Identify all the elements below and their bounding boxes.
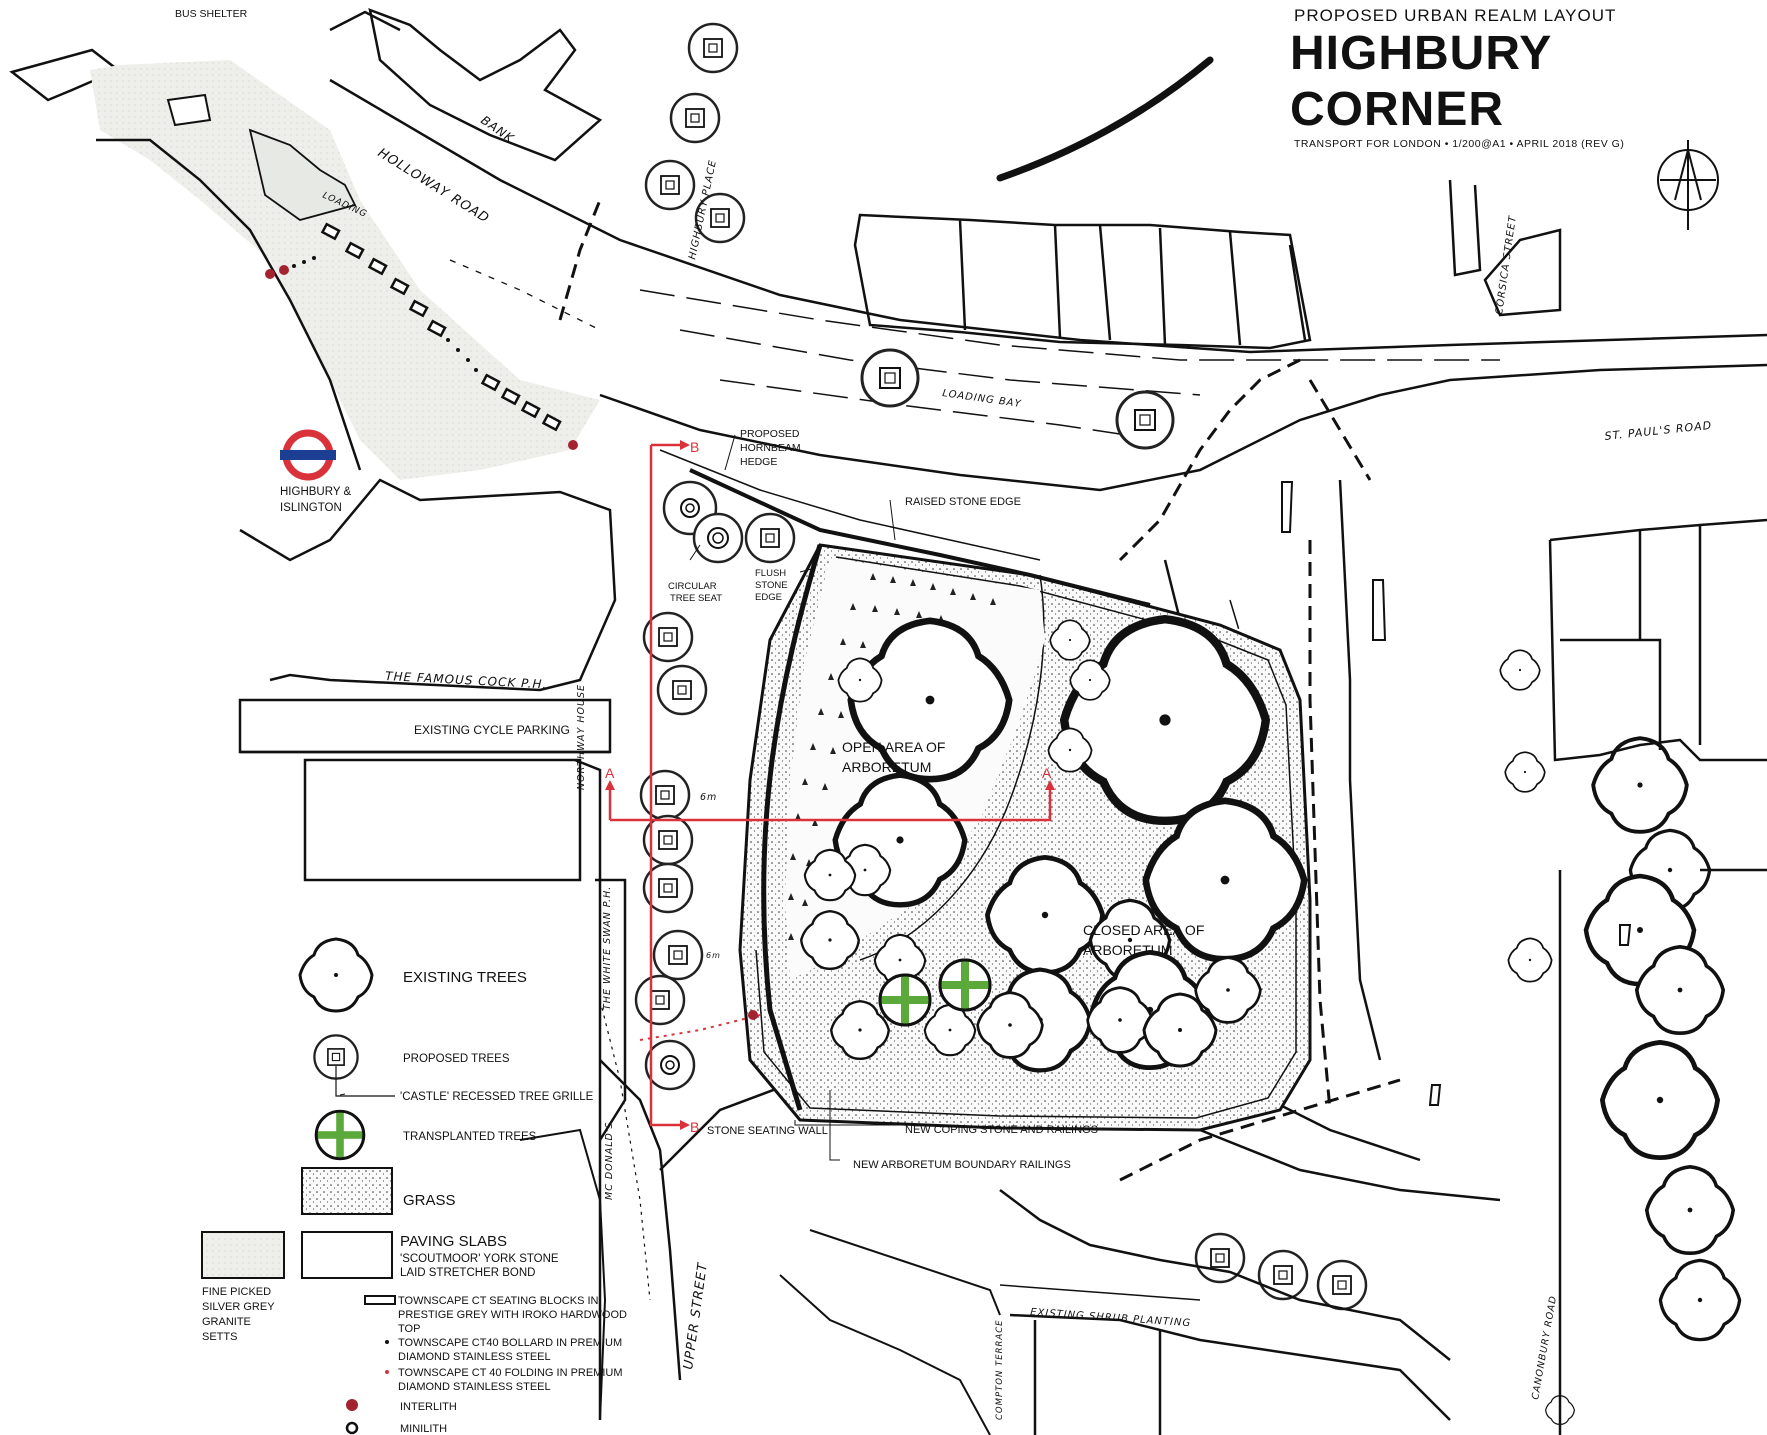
legend-interlith-icon (346, 1399, 358, 1411)
legend-folding-bollard-icon (385, 1370, 389, 1374)
title-meta: TRANSPORT FOR LONDON • 1/200@A1 • APRIL … (1294, 138, 1625, 150)
section-a-left-label: A (605, 765, 615, 781)
section-b-top-label: B (690, 439, 699, 455)
mcdonalds-label: MC DONALD'S (604, 1122, 615, 1201)
station-name-line1: HIGHBURY & (280, 486, 351, 498)
hedge-label-1: PROPOSED (740, 428, 800, 440)
hedge-label-2: HORNBEAM (740, 442, 801, 454)
legend-seating-1: TOWNSCAPE CT SEATING BLOCKS IN (398, 1295, 599, 1307)
hedge-label-3: HEDGE (740, 456, 777, 468)
legend-interlith: INTERLITH (400, 1401, 457, 1413)
legend: EXISTING TREES PROPOSED TREES 'CASTLE' R… (201, 937, 627, 1435)
bollard-row (320, 222, 562, 432)
legend-proposed-trees: PROPOSED TREES (403, 1053, 510, 1065)
legend-seating-3: TOP (398, 1323, 420, 1335)
raised-stone-edge-label: RAISED STONE EDGE (905, 496, 1021, 508)
legend-setts-3: GRANITE (202, 1316, 251, 1328)
roads (329, 78, 1767, 1421)
new-coping-label: NEW COPING STONE AND RAILINGS (905, 1124, 1098, 1136)
holloway-road-label: HOLLOWAY ROAD (375, 146, 492, 227)
legend-grass: GRASS (403, 1192, 456, 1209)
hedge-line (659, 449, 1041, 561)
bus-shelter-label: BUS SHELTER (175, 8, 248, 20)
legend-transplanted-trees: TRANSPLANTED TREES (403, 1131, 537, 1143)
legend-bollard-1: TOWNSCAPE CT40 BOLLARD IN PREMIUM (398, 1337, 622, 1349)
raised-stone-edge (689, 468, 1151, 607)
title-block: PROPOSED URBAN REALM LAYOUT HIGHBURY COR… (1290, 6, 1750, 150)
nw-setts-area (90, 60, 600, 480)
open-area-label-1: OPEN AREA OF (842, 739, 945, 755)
railway-curve (996, 56, 1214, 182)
cycle-parking-label: EXISTING CYCLE PARKING (414, 723, 570, 737)
legend-seating-2: PRESTIGE GREY WITH IROKO HARDWOOD (398, 1309, 627, 1321)
section-arrows (605, 440, 1055, 1130)
closed-area-label-2: ARBORETUM (1083, 942, 1172, 958)
buildings-north (9, 8, 1562, 350)
existing-shrub-label: EXISTING SHRUB PLANTING (1030, 1307, 1192, 1329)
bank-label: BANK (478, 113, 517, 146)
legend-setts-1: FINE PICKED (202, 1286, 271, 1298)
famous-cock-label: THE FAMOUS COCK P.H. (385, 669, 548, 691)
new-railings-label: NEW ARBORETUM BOUNDARY RAILINGS (853, 1159, 1071, 1171)
title-subtitle: PROPOSED URBAN REALM LAYOUT (1294, 6, 1617, 25)
legend-paving-3: LAID STRETCHER BOND (400, 1267, 535, 1279)
stone-seating-wall-label: STONE SEATING WALL (707, 1125, 828, 1137)
leader-lines (339, 434, 900, 1161)
circular-seat-label-2: TREE SEAT (670, 593, 722, 604)
bollard-dots (292, 256, 478, 372)
interlith-marker (265, 269, 275, 279)
six-metre-label-lower: 6m (706, 951, 721, 960)
legend-grass-swatch (301, 1167, 393, 1215)
legend-paving-1: PAVING SLABS (400, 1233, 507, 1250)
legend-paving-swatch (301, 1231, 393, 1279)
legend-existing-trees: EXISTING TREES (403, 969, 527, 986)
interlith-marker (279, 265, 289, 275)
circular-seat-label-1: CIRCULAR (668, 581, 717, 592)
legend-setts-2: SILVER GREY (202, 1301, 275, 1313)
legend-folding-1: TOWNSCAPE CT 40 FOLDING IN PREMIUM (398, 1367, 623, 1379)
white-swan-label: THE WHITE SWAN P.H. (602, 886, 613, 1010)
legend-transplanted-tree-icon (314, 1109, 366, 1161)
section-lines (608, 443, 1052, 1127)
interlith-marker (748, 1010, 758, 1020)
flush-edge-label-1: FLUSH (755, 568, 786, 579)
title-main: HIGHBURY CORNER (1290, 27, 1552, 136)
legend-bollard-2: DIAMOND STAINLESS STEEL (398, 1351, 551, 1363)
underground-roundel-icon (280, 429, 336, 481)
legend-setts-4: SETTS (202, 1331, 237, 1343)
canonbury-road-label: CANONBURY ROAD (1530, 1295, 1559, 1401)
legend-existing-tree-icon (298, 937, 374, 1013)
buildings-west (238, 478, 627, 1420)
north-arrow-icon (1657, 140, 1719, 230)
interlith-marker (568, 440, 578, 450)
section-b-bottom-label: B (690, 1119, 699, 1135)
legend-bollard-icon (385, 1340, 389, 1344)
st-pauls-road-label: ST. PAUL'S ROAD (1604, 419, 1713, 443)
flush-edge-label-3: EDGE (755, 592, 782, 603)
section-a-right-label: A (1042, 765, 1052, 781)
flush-edge-label-2: STONE (755, 580, 788, 591)
legend-castle-grille: 'CASTLE' RECESSED TREE GRILLE (400, 1091, 594, 1103)
legend-paving-2: 'SCOUTMOOR' YORK STONE (400, 1253, 559, 1265)
closed-area-label-1: CLOSED AREA OF (1083, 922, 1204, 938)
loading-bay-label: LOADING BAY (942, 388, 1023, 410)
legend-minilith: MINILITH (400, 1423, 447, 1435)
legend-setts-swatch (201, 1231, 285, 1279)
islands (1281, 481, 1632, 1106)
legend-folding-2: DIAMOND STAINLESS STEEL (398, 1381, 551, 1393)
northway-house-label: NORTHWAY HOUSE (576, 684, 587, 790)
buildings-east (1548, 518, 1767, 1435)
compton-terrace-label: COMPTON TERRACE (995, 1319, 1005, 1420)
legend-seating-block-icon (364, 1295, 396, 1305)
six-metre-label: 6m (700, 792, 717, 803)
buildings-south (779, 1189, 1451, 1435)
proposed-trees (634, 22, 1368, 1311)
existing-trees-east (1499, 649, 1742, 1426)
upper-street-label: UPPER STREET (681, 1261, 711, 1370)
legend-minilith-icon (345, 1421, 359, 1435)
station-name-line2: ISLINGTON (280, 502, 342, 514)
open-area-label-2: ARBORETUM (842, 759, 931, 775)
